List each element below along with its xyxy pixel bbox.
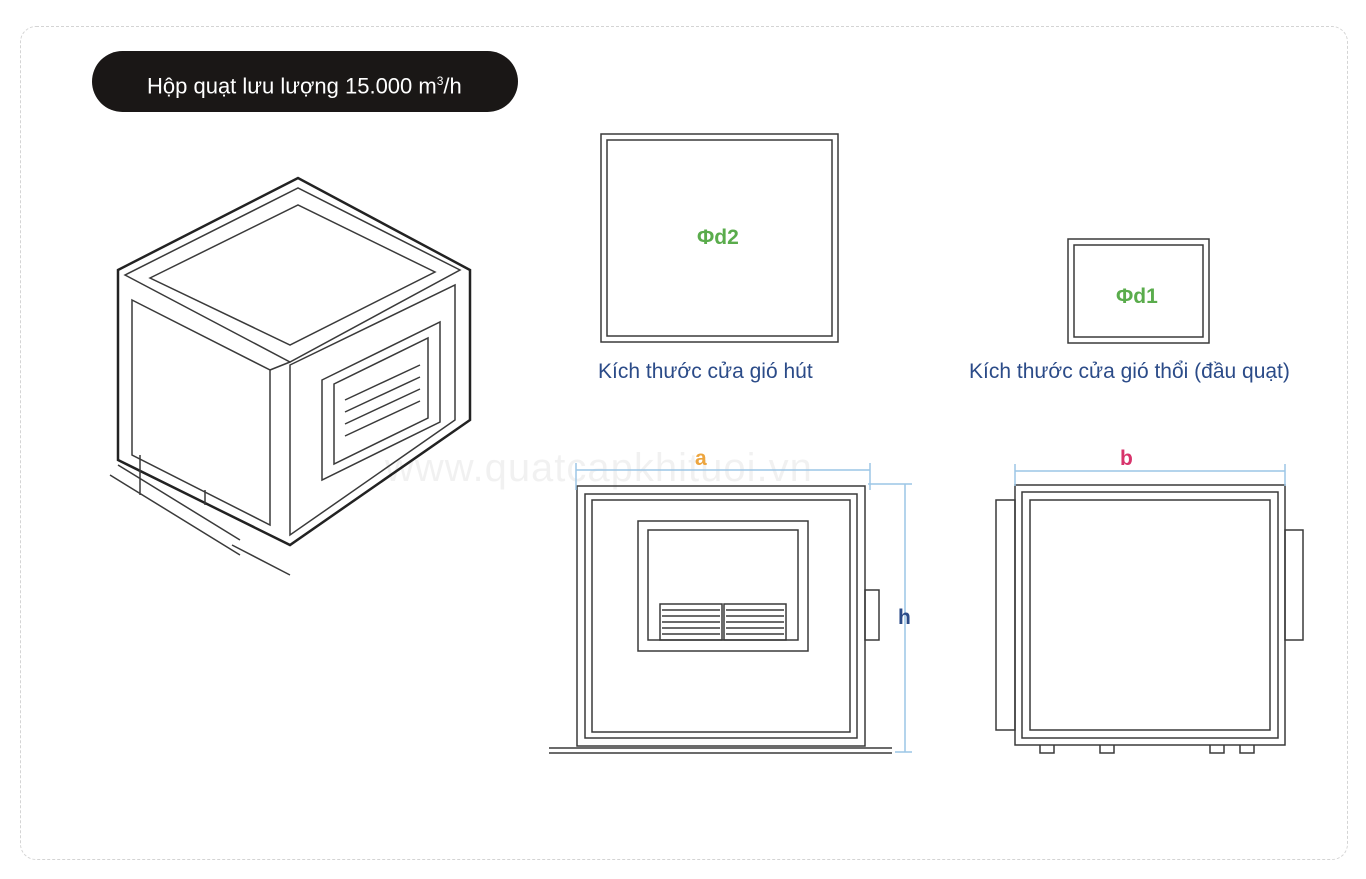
dimension-lines (575, 463, 1286, 753)
title-suffix: /h (443, 73, 462, 99)
front-view-drawing (549, 485, 892, 754)
diagram-frame (20, 26, 1348, 860)
watermark: www.quatcapkhituoi.vn (385, 446, 813, 490)
title-badge: Hộp quạt lưu lượng 15.000 m3/h (92, 51, 518, 112)
title-superscript: 3 (436, 74, 444, 88)
title-text: Hộp quạt lưu lượng 15.000 m (147, 73, 437, 99)
outlet-opening-drawing (1067, 238, 1210, 344)
outlet-caption: Kích thước cửa gió thổi (đầu quạt) (969, 360, 1290, 383)
outlet-diameter-symbol: Φd1 (1116, 285, 1158, 308)
dimension-a-label: a (695, 447, 707, 470)
dimension-h-label: h (898, 606, 911, 629)
inlet-diameter-symbol: Φd2 (697, 226, 739, 249)
isometric-fan-box (109, 176, 472, 576)
dimension-b-label: b (1120, 447, 1133, 470)
inlet-caption: Kích thước cửa gió hút (598, 360, 813, 383)
inlet-opening-drawing (600, 133, 839, 343)
side-view-drawing (995, 484, 1304, 754)
